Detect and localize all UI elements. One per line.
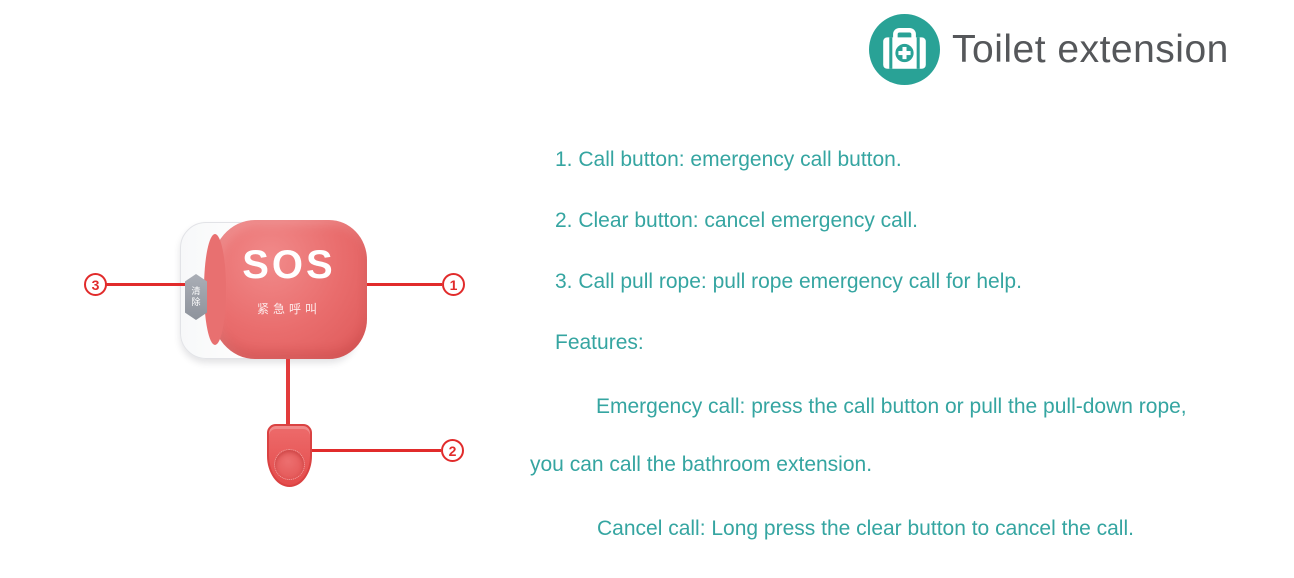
pull-handle (267, 424, 312, 487)
callout-number-3: 3 (84, 273, 107, 296)
feature-detail-emergency-call-1: Emergency call: press the call button or… (596, 395, 1187, 418)
feature-list: 1. Call button: emergency call button. 2… (528, 148, 1290, 558)
features-heading: Features: (555, 331, 644, 354)
sos-button-edge (204, 234, 226, 345)
callout-number-1: 1 (442, 273, 465, 296)
pull-handle-grip (274, 449, 305, 480)
device-figure: SOS 紧急呼叫 清除 1 2 3 (60, 215, 490, 505)
sos-call-button: SOS 紧急呼叫 (204, 220, 367, 359)
feature-item-clear-button: 2. Clear button: cancel emergency call. (555, 209, 919, 232)
callout-number-2: 2 (441, 439, 464, 462)
feature-detail-cancel-call: Cancel call: Long press the clear button… (597, 517, 1134, 540)
clear-button-label: 清除 (190, 286, 201, 308)
feature-item-pull-rope: 3. Call pull rope: pull rope emergency c… (555, 270, 1022, 293)
feature-item-call-button: 1. Call button: emergency call button. (555, 148, 902, 171)
sos-caption: 紧急呼叫 (256, 302, 321, 316)
page-title: Toilet extension (952, 27, 1229, 71)
pull-rope (286, 356, 290, 428)
callout-line-clear-button (106, 283, 185, 286)
callout-line-call-button (362, 283, 442, 286)
first-aid-kit-icon (869, 14, 940, 85)
callout-line-pull-handle (312, 449, 441, 452)
sos-label: SOS (242, 243, 336, 287)
feature-detail-emergency-call-2: you can call the bathroom extension. (530, 453, 873, 476)
clear-button: 清除 (185, 274, 207, 320)
header: Toilet extension (869, 14, 1229, 85)
